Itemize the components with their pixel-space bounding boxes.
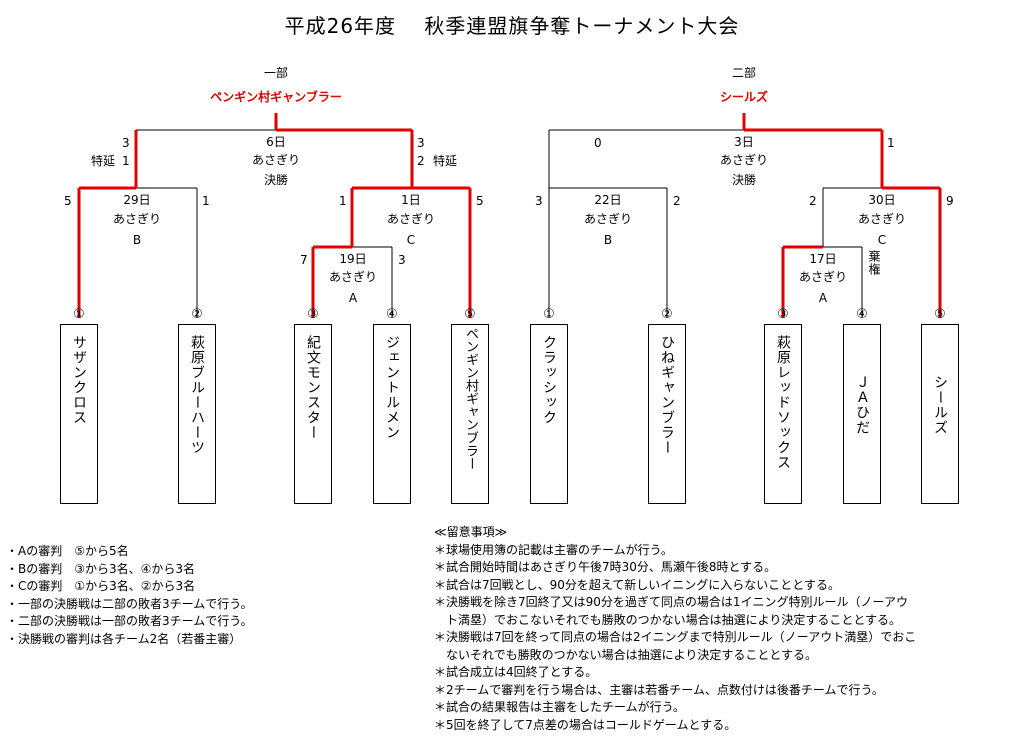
d2-gameb-code: B <box>603 233 613 247</box>
d1-team-3-name: 紀文モンスター <box>305 335 321 440</box>
umpire-note: ・Cの審判 ①から3名、②から3名 <box>6 579 196 593</box>
page-title: 平成26年度 秋季連盟旗争奪トーナメント大会 <box>284 14 740 38</box>
d2-team-1-name: クラッシック <box>541 335 557 425</box>
d1-final-score-left: 3 <box>122 136 130 150</box>
umpire-note: ・決勝戦の審判は各チーム2名（若番主審） <box>6 631 242 646</box>
d1-team-5-name: ペンギン村ギャンブラー <box>463 327 478 470</box>
division-2-name: 二部 <box>731 66 756 80</box>
d1-team-2-box: 萩原ブルーハーツ <box>178 324 216 504</box>
d1-final-extra-left: 特延 <box>91 154 116 168</box>
remark-line: ないそれでも勝敗のつかない場合は抽選により決定することとする。 <box>434 647 818 662</box>
d1-team-4-name: ジェントルメン <box>384 335 400 440</box>
d2-team-1-num: ① <box>543 307 555 322</box>
d2-team-3-num: ③ <box>777 307 789 322</box>
d2-final-date: 3日 <box>734 135 754 149</box>
d2-team-3-box: 萩原レッドソックス <box>764 324 802 504</box>
d1-team-4-num: ④ <box>386 307 398 322</box>
d1-gamea-score-left: 7 <box>300 253 308 267</box>
remark-line: ト満塁）でおこないそれでも勝敗のつかない場合は抽選により決定することとする。 <box>434 612 902 627</box>
d1-final-round: 決勝 <box>263 173 288 187</box>
umpire-notes: ・Aの審判 ⑤から5名 ・Bの審判 ③から3名、④から3名 ・Cの審判 ①から3… <box>6 543 253 648</box>
d1-gameb-date: 29日 <box>123 193 151 207</box>
d2-final-venue: あさぎり <box>719 153 768 167</box>
d1-final-venue: あさぎり <box>251 153 300 167</box>
d2-gamea-code: A <box>818 291 828 305</box>
d2-team-5-name: シールズ <box>932 375 948 435</box>
d2-team-1-box: クラッシック <box>530 324 568 504</box>
d2-gamec-code: C <box>877 233 887 247</box>
d2-gamec-score-left: 2 <box>809 194 817 208</box>
division-1-name: 一部 <box>263 66 288 80</box>
remark-line: ＊試合開始時間はあさぎり午後7時30分、馬瀬午後8時とする。 <box>434 560 777 574</box>
remark-line: ＊試合は7回戦とし、90分を超えて新しいイニングに入らないこととする。 <box>434 577 840 592</box>
d1-gamec-score-right: 5 <box>476 194 484 208</box>
d2-gameb-score-left: 3 <box>535 194 543 208</box>
d2-final-round: 決勝 <box>731 173 756 187</box>
d1-team-2-num: ② <box>191 307 203 322</box>
d2-gameb-venue: あさぎり <box>583 212 632 226</box>
d1-team-5-box: ペンギン村ギャンブラー <box>451 324 489 504</box>
d2-gamec-date: 30日 <box>868 193 896 207</box>
umpire-note: ・二部の決勝戦は一部の敗者3チームで行う。 <box>6 614 253 628</box>
division-1-champion: ペンギン村ギャンブラー <box>210 90 342 104</box>
d1-gamec-score-left: 1 <box>339 194 347 208</box>
remark-line: ＊2チームで審判を行う場合は、主審は若番チーム、点数付けは後番チームで行う。 <box>434 682 884 697</box>
d1-gamec-date: 1日 <box>401 193 421 207</box>
remark-line: ＊5回を終了して7点差の場合はコールドゲームとする。 <box>434 717 737 732</box>
d2-final-score-left: 0 <box>594 136 602 150</box>
d2-gamea-date: 17日 <box>809 252 837 266</box>
d2-team-2-name: ひねギャンブラー <box>659 335 675 455</box>
d1-gamea-venue: あさぎり <box>328 270 377 284</box>
d1-team-2-name: 萩原ブルーハーツ <box>189 335 205 455</box>
d2-team-3-name: 萩原レッドソックス <box>775 335 791 470</box>
d1-final-date: 6日 <box>266 135 286 149</box>
d2-team-4-box: ＪＡひだ <box>843 324 881 504</box>
d1-gameb-score-right: 1 <box>202 194 210 208</box>
d2-team-5-box: シールズ <box>921 324 959 504</box>
remarks-title: ≪留意事項≫ <box>434 525 508 539</box>
d2-gameb-score-right: 2 <box>673 194 681 208</box>
remark-line: ＊球場使用簿の記載は主審のチームが行う。 <box>434 542 673 557</box>
d1-gamec-code: C <box>406 233 416 247</box>
remarks: ≪留意事項≫ ＊球場使用簿の記載は主審のチームが行う。 ＊試合開始時間はあさぎり… <box>434 524 916 734</box>
d1-final-extra-left-score: 1 <box>122 154 130 168</box>
remark-line: ＊決勝戦を除き7回終了又は90分を過ぎて同点の場合は1イニング特別ルール（ノーア… <box>434 595 909 609</box>
d1-team-3-num: ③ <box>307 307 319 322</box>
d1-team-5-num: ⑤ <box>464 307 476 322</box>
d1-gamea-code: A <box>348 291 358 305</box>
d1-final-score-right: 3 <box>417 136 425 150</box>
d2-gamec-score-right: 9 <box>946 194 954 208</box>
umpire-note: ・Bの審判 ③から3名、④から3名 <box>6 561 196 576</box>
d1-gameb-code: B <box>132 233 142 247</box>
d2-gamec-venue: あさぎり <box>857 212 906 226</box>
division-2-champion: シールズ <box>719 90 768 104</box>
d1-gamea-score-right: 3 <box>398 253 406 267</box>
d2-team-2-num: ② <box>661 307 673 322</box>
d1-gameb-score-left: 5 <box>64 194 72 208</box>
d1-final-extra-right: 特延 <box>433 154 458 168</box>
d2-gameb-date: 22日 <box>594 193 622 207</box>
umpire-note: ・Aの審判 ⑤から5名 <box>6 544 129 558</box>
d1-team-1-name: サザンクロス <box>71 335 87 425</box>
d1-gamec-venue: あさぎり <box>386 212 435 226</box>
remark-line: ＊決勝戦は7回を終って同点の場合は2イニングまで特別ルール（ノーアウト満塁）でお… <box>434 630 917 644</box>
d2-gamea-forfeit: 棄権 <box>867 250 881 276</box>
d1-team-1-num: ① <box>73 307 85 322</box>
d1-team-3-box: 紀文モンスター <box>294 324 332 504</box>
d2-team-2-box: ひねギャンブラー <box>648 324 686 504</box>
d1-team-4-box: ジェントルメン <box>373 324 411 504</box>
d1-team-1-box: サザンクロス <box>60 324 98 504</box>
d2-final-score-right: 1 <box>887 136 895 150</box>
d2-team-5-num: ⑤ <box>934 307 946 322</box>
remark-line: ＊試合成立は4回終了とする。 <box>434 665 598 679</box>
d1-gamea-date: 19日 <box>339 252 367 266</box>
d2-team-4-num: ④ <box>856 307 868 322</box>
umpire-note: ・一部の決勝戦は二部の敗者3チームで行う。 <box>6 596 253 611</box>
d1-gameb-venue: あさぎり <box>112 212 161 226</box>
d2-team-4-name: ＪＡひだ <box>854 375 870 435</box>
d1-final-extra-right-score: 2 <box>417 154 425 168</box>
remark-line: ＊試合の結果報告は主審をしたチームが行う。 <box>434 700 685 714</box>
d2-gamea-venue: あさぎり <box>798 270 847 284</box>
